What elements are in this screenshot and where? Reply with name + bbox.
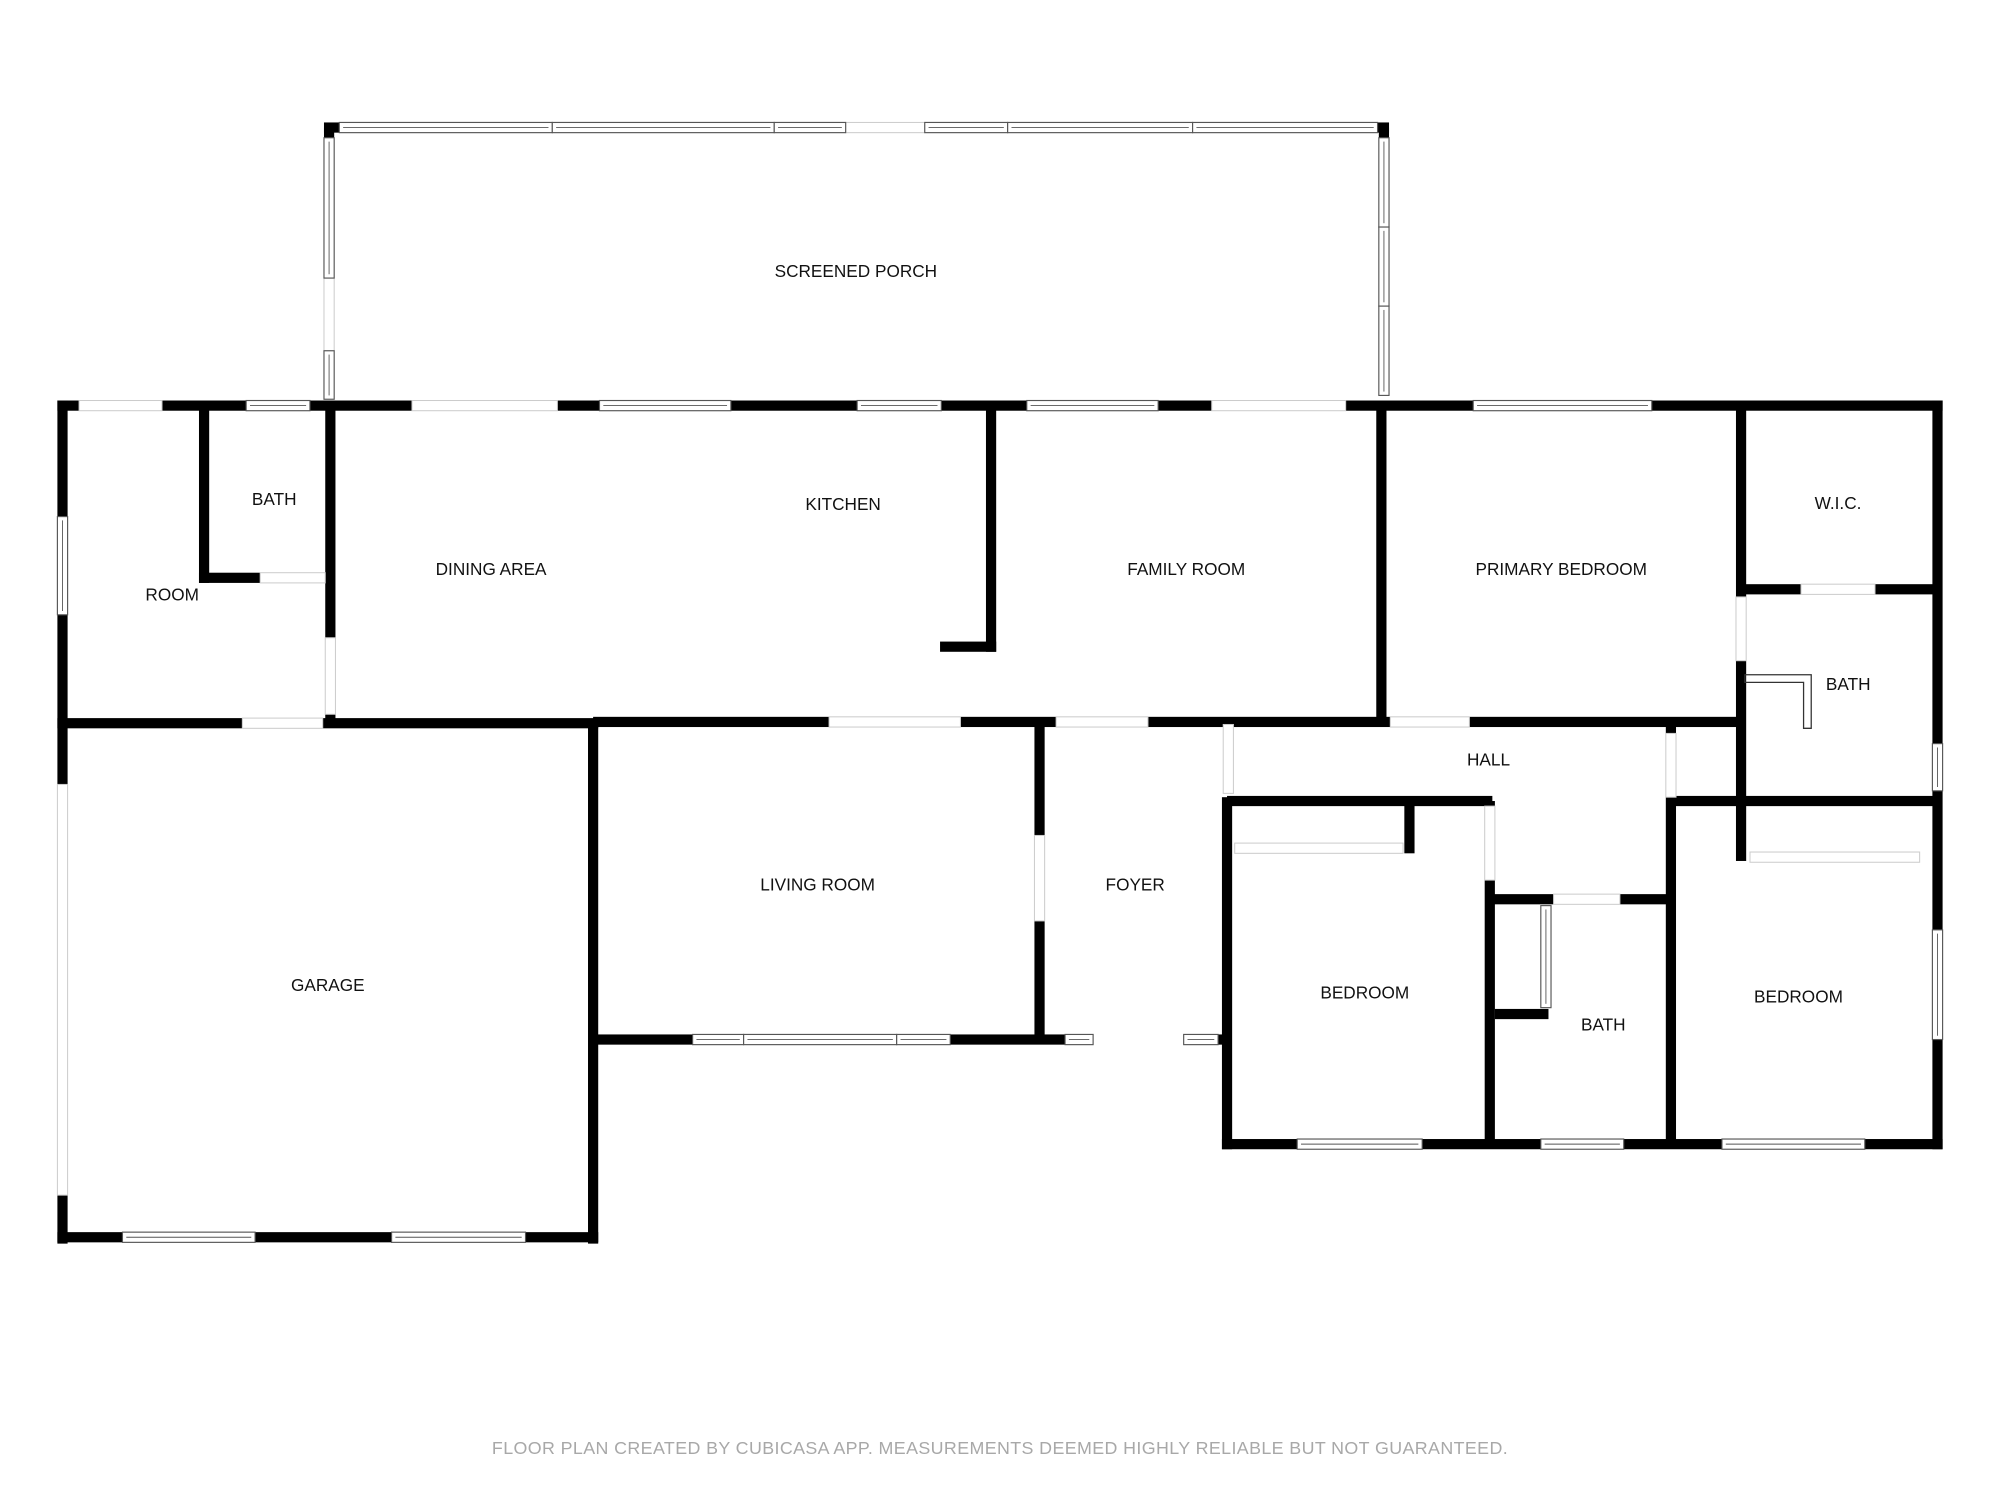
window xyxy=(323,137,335,279)
windows xyxy=(56,121,1944,1243)
room-label-dining-area: DINING AREA xyxy=(436,559,547,579)
window xyxy=(1378,226,1390,307)
wall xyxy=(1227,795,1493,807)
footer-disclaimer: FLOOR PLAN CREATED BY CUBICASA APP. MEAS… xyxy=(492,1438,1508,1458)
room-label-hall: HALL xyxy=(1467,749,1510,769)
room-label-bath: BATH xyxy=(1826,674,1871,694)
room-labels: SCREENED PORCH ROOM BATH DINING AREA KIT… xyxy=(145,261,1870,1035)
window xyxy=(1007,121,1194,134)
wall xyxy=(1670,795,1938,807)
room-label-bath: BATH xyxy=(1581,1015,1626,1035)
door-opening xyxy=(1749,851,1921,863)
window xyxy=(1721,1138,1866,1150)
window xyxy=(856,399,942,412)
window xyxy=(1296,1138,1423,1150)
window xyxy=(692,1033,745,1046)
wall xyxy=(57,400,1943,411)
wall xyxy=(323,122,340,133)
door-opening xyxy=(259,572,326,584)
wall xyxy=(57,718,599,729)
window xyxy=(551,121,775,134)
window xyxy=(1931,929,1944,1041)
window xyxy=(1540,905,1552,1009)
window xyxy=(896,1033,951,1046)
window xyxy=(1472,399,1653,412)
door-opening xyxy=(78,400,163,412)
room-label-kitchen: KITCHEN xyxy=(805,494,881,514)
window xyxy=(1540,1138,1625,1150)
door-opening xyxy=(323,277,335,352)
window xyxy=(1026,399,1159,412)
wall xyxy=(325,405,336,724)
window xyxy=(598,399,732,412)
door-opening xyxy=(324,637,336,715)
window xyxy=(1192,121,1379,134)
window xyxy=(1378,137,1390,228)
wall xyxy=(1404,801,1415,854)
walls xyxy=(57,122,1943,1244)
wall xyxy=(985,405,997,652)
door-opening xyxy=(411,400,558,412)
wall xyxy=(1221,797,1233,1150)
room-label-primary-bedroom: PRIMARY BEDROOM xyxy=(1476,559,1647,579)
door-opening xyxy=(1055,716,1149,728)
room-label-bath: BATH xyxy=(252,489,297,509)
room-label-room: ROOM xyxy=(145,585,199,605)
wall xyxy=(1378,127,1390,141)
wall xyxy=(198,405,210,583)
room-label-living-room: LIVING ROOM xyxy=(760,874,875,894)
door-opening xyxy=(845,121,926,134)
window xyxy=(1378,305,1390,396)
window xyxy=(391,1231,527,1243)
room-label-family-room: FAMILY ROOM xyxy=(1127,559,1245,579)
wall xyxy=(1376,405,1387,722)
room-label-bedroom: BEDROOM xyxy=(1754,987,1843,1007)
door-opening xyxy=(1222,723,1234,794)
room-label-bedroom: BEDROOM xyxy=(1320,983,1409,1003)
window xyxy=(56,516,69,616)
window xyxy=(245,399,311,412)
door-opening xyxy=(241,717,324,729)
door-opening xyxy=(1735,596,1747,662)
window xyxy=(1064,1033,1094,1046)
wall xyxy=(588,723,599,1244)
wall xyxy=(1218,1034,1228,1045)
window xyxy=(743,1033,898,1046)
wall xyxy=(1484,801,1495,1145)
wall xyxy=(1375,122,1390,133)
wall xyxy=(57,1232,599,1243)
window xyxy=(121,1231,256,1243)
door-opening xyxy=(1211,400,1347,412)
wall xyxy=(323,127,335,141)
openings xyxy=(56,121,1921,1196)
door-opening xyxy=(1484,805,1496,881)
window xyxy=(1183,1033,1219,1046)
room-label-screened-porch: SCREENED PORCH xyxy=(775,261,938,281)
wall xyxy=(940,641,997,652)
room-label-garage: GARAGE xyxy=(291,975,365,995)
room-label-wic: W.I.C. xyxy=(1815,493,1862,513)
door-opening xyxy=(828,716,961,728)
window xyxy=(338,121,553,134)
door-opening xyxy=(1665,732,1677,798)
door-opening xyxy=(1553,893,1621,905)
door-opening xyxy=(1800,583,1876,595)
window xyxy=(1931,743,1944,792)
door-opening xyxy=(1234,842,1404,854)
window xyxy=(323,350,335,400)
wall xyxy=(593,716,1742,728)
door-opening xyxy=(1033,834,1046,922)
bath-fixture xyxy=(1744,674,1812,729)
room-label-foyer: FOYER xyxy=(1106,874,1165,894)
door-opening xyxy=(1389,716,1470,728)
window xyxy=(924,121,1009,134)
door-opening xyxy=(56,783,69,1196)
wall xyxy=(1665,721,1677,1145)
window xyxy=(773,121,847,134)
wall xyxy=(1494,1008,1549,1020)
